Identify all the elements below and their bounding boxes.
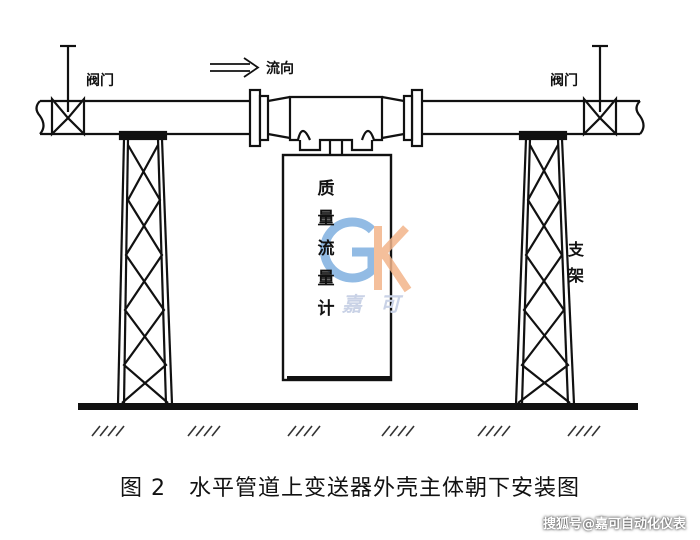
horizontal-pipe xyxy=(35,99,645,136)
valve-left-label: 阀门 xyxy=(86,73,114,89)
valve-right-label: 阀门 xyxy=(550,73,578,89)
gk-logo xyxy=(319,217,412,293)
left-support xyxy=(116,130,174,405)
figure-caption: 图 2 水平管道上变送器外壳主体朝下安装图 xyxy=(120,476,580,501)
meter-tube xyxy=(288,95,384,156)
meter-label-char: 量 xyxy=(317,269,335,289)
ground-line xyxy=(78,403,638,410)
ground-hatching xyxy=(91,425,601,437)
flow-direction-label: 流向 xyxy=(266,61,294,77)
meter-label-char: 量 xyxy=(317,209,335,229)
right-valve xyxy=(582,44,618,137)
meter-label-char: 流 xyxy=(317,239,335,259)
right-flange xyxy=(381,88,424,148)
flow-arrow-icon xyxy=(210,57,260,78)
left-valve xyxy=(50,44,86,137)
support-label-char: 支 xyxy=(568,240,585,259)
watermark-text: 嘉可 xyxy=(342,292,418,316)
meter-label-char: 质 xyxy=(317,179,335,199)
source-watermark: 搜狐号@嘉可自动化仪表 xyxy=(542,517,686,532)
support-label-char: 架 xyxy=(568,266,585,285)
left-flange xyxy=(248,88,291,148)
meter-label-char: 计 xyxy=(317,299,335,319)
right-support xyxy=(514,130,576,405)
